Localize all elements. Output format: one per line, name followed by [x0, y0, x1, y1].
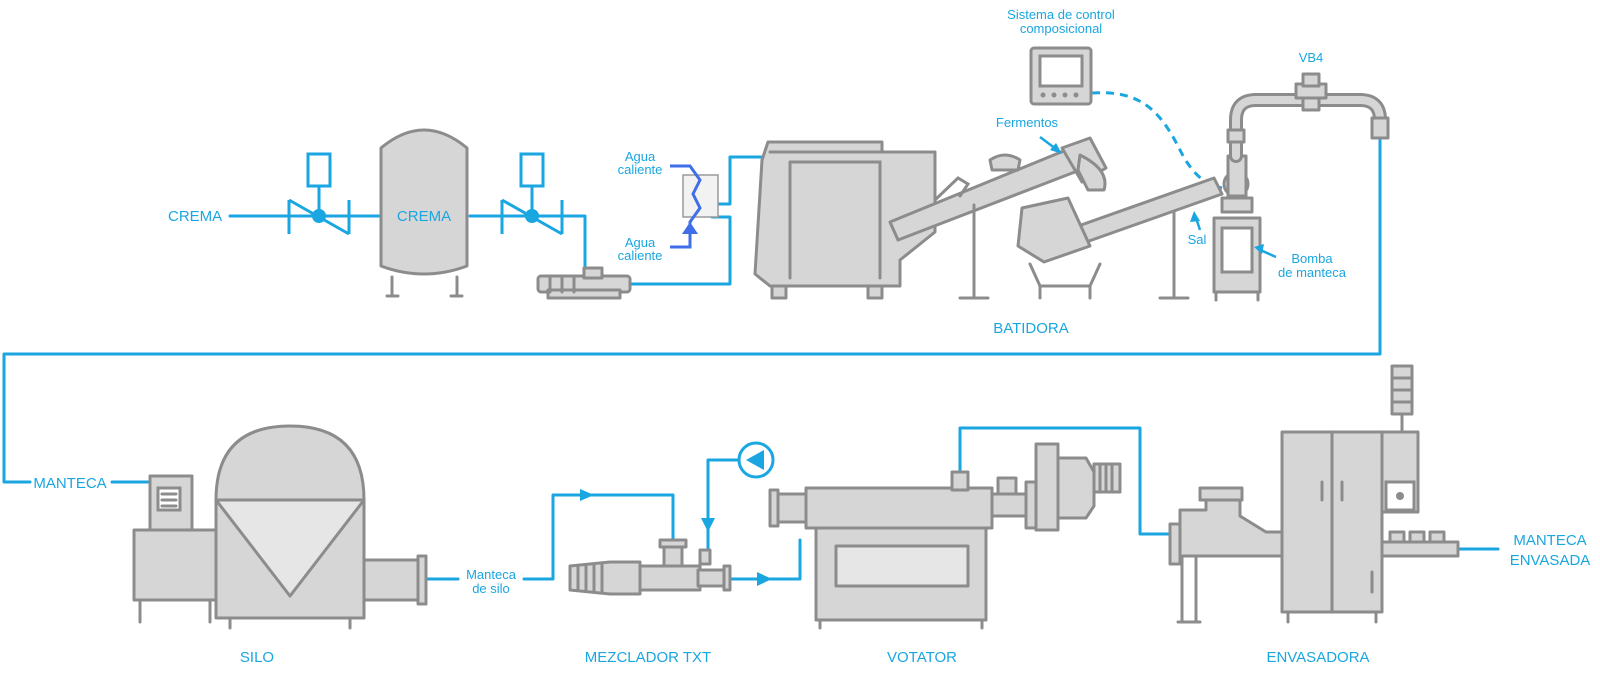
votator-machine: [768, 442, 1122, 630]
pipe-pump-to-exchanger: [623, 215, 732, 286]
arrow-to-votator: [757, 572, 772, 586]
heat-exchanger: [670, 164, 719, 249]
label-sistema-control-2: composicional: [1020, 21, 1102, 36]
bomba-de-manteca: [1212, 154, 1262, 302]
label-bomba-2: de manteca: [1278, 265, 1347, 280]
arrow-recirc-down: [701, 518, 715, 532]
label-mezclador: MEZCLADOR TXT: [585, 649, 711, 666]
label-manteca-silo-2: de silo: [472, 581, 510, 596]
valve-1: [287, 152, 351, 236]
label-agua-caliente-bottom-2: caliente: [618, 248, 663, 263]
pipe-exchanger-to-churn: [710, 155, 772, 206]
pipe-silo-to-mixer: [522, 493, 675, 581]
pipe-tank-to-pump: [468, 214, 587, 277]
label-agua-caliente-top-1: Agua: [625, 149, 656, 164]
mezclador-machine: [568, 538, 732, 596]
pipe-votator-to-packer: [958, 426, 1174, 536]
pipe-mixer-to-votator: [726, 538, 802, 581]
pipe-mixer-recirc: [698, 458, 745, 560]
label-silo: SILO: [240, 649, 274, 666]
label-bomba-1: Bomba: [1291, 251, 1333, 266]
label-fermentos: Fermentos: [996, 115, 1059, 130]
label-agua-caliente-top-2: caliente: [618, 162, 663, 177]
flow-arrows: [580, 489, 772, 586]
pipe-control-signal: [1091, 91, 1223, 190]
silo-machine: [132, 424, 428, 630]
envasadora-machine: [1168, 364, 1460, 624]
label-sal: Sal: [1188, 232, 1207, 247]
circulation-pump-icon: [737, 441, 775, 479]
label-manteca-envasada-1: MANTECA: [1513, 532, 1586, 549]
label-manteca-silo-1: Manteca: [466, 567, 517, 582]
valve-2: [500, 152, 564, 236]
label-batidora: BATIDORA: [993, 320, 1069, 337]
feed-pump: [536, 266, 632, 300]
batidora-machine: [753, 136, 1250, 300]
vb4-pipe-assembly: [1226, 72, 1390, 163]
crema-tank: [379, 128, 469, 298]
label-manteca: MANTECA: [33, 475, 106, 492]
label-crema-tank: CREMA: [397, 208, 451, 225]
label-manteca-envasada-2: ENVASADA: [1510, 552, 1591, 569]
label-sistema-control-1: Sistema de control: [1007, 7, 1115, 22]
label-agua-caliente-bottom-1: Agua: [625, 235, 656, 250]
pipe-main-return: [2, 138, 1382, 484]
labels: CREMA CREMA Agua caliente Agua caliente …: [33, 7, 1590, 666]
label-crema-inlet: CREMA: [168, 208, 222, 225]
label-envasadora: ENVASADORA: [1266, 649, 1369, 666]
control-panel: [1029, 46, 1093, 106]
label-votator: VOTATOR: [887, 649, 957, 666]
arrow-mixer-top: [580, 489, 594, 501]
pointer-arrows: [1039, 136, 1277, 259]
label-vb4: VB4: [1299, 50, 1324, 65]
